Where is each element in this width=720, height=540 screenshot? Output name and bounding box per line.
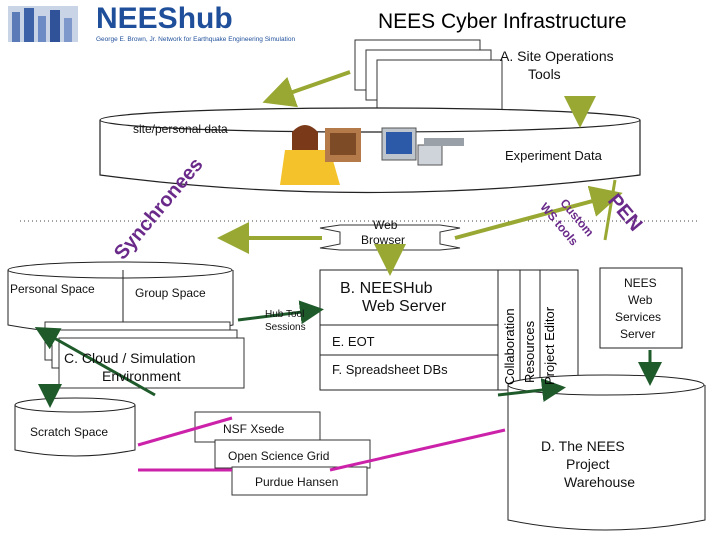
cloud-personal-arrow <box>34 327 156 397</box>
hub-tool-label-1: Hub Tool <box>265 309 305 320</box>
scratch-space-label: Scratch Space <box>30 425 109 439</box>
nsf-xsede-label: NSF Xsede <box>223 422 285 436</box>
purdue-hansen-label: Purdue Hansen <box>255 475 339 489</box>
logo-building-icon <box>8 6 78 42</box>
eot-label: E. EOT <box>332 334 375 349</box>
site-ops-label-2: Tools <box>528 66 561 82</box>
project-editor-label: Project Editor <box>542 306 557 385</box>
group-space-label: Group Space <box>135 286 206 300</box>
web-server-box <box>319 269 499 391</box>
hub-tool-pages <box>44 321 245 389</box>
experiment-data-label: Experiment Data <box>505 148 602 163</box>
site-ops-arrow <box>262 70 351 108</box>
collab-columns <box>497 269 579 391</box>
scratch-grid-arrow <box>137 416 233 447</box>
warehouse-label-2: Project <box>566 456 610 472</box>
web-browser-label-1: Web <box>373 218 398 232</box>
person-at-computer-icon <box>280 125 464 185</box>
site-ops-pages <box>354 39 503 111</box>
spreadsheet-label: F. Spreadsheet DBs <box>332 362 448 377</box>
personal-space-cylinder <box>7 261 234 336</box>
grid-warehouse-arrow <box>329 428 506 472</box>
web-server-label-1: B. NEESHub <box>340 280 433 297</box>
nees-ws-label-1: NEES <box>624 276 657 290</box>
site-personal-data-label: site/personal data <box>133 122 228 136</box>
grid-boxes <box>194 411 371 496</box>
open-science-grid-label: Open Science Grid <box>228 449 330 463</box>
warehouse-label-1: D. The NEES <box>541 438 625 454</box>
nees-ws-label-2: Web <box>628 293 653 307</box>
web-browser-label-2: Browser <box>361 233 406 247</box>
server-warehouse-arrow <box>497 378 566 402</box>
logo-subtitle: George E. Brown, Jr. Network for Earthqu… <box>96 36 296 43</box>
cloud-label-1: C. Cloud / Simulation <box>64 350 196 366</box>
logo-text: NEEShub <box>96 2 233 35</box>
nees-ws-box <box>599 267 683 349</box>
nees-ws-label-3: Services <box>615 310 662 324</box>
web-server-label-2: Web Server <box>362 298 447 315</box>
cloud-label-2: Environment <box>102 368 181 384</box>
personal-space-label: Personal Space <box>10 282 95 296</box>
site-data-cylinder <box>99 107 641 194</box>
warehouse-label-3: Warehouse <box>564 474 636 490</box>
collaboration-label: Collaboration <box>502 308 517 385</box>
site-ops-label-1: A. Site Operations <box>500 48 614 64</box>
hub-server-arrow <box>237 300 324 325</box>
web-browser-ribbon <box>319 224 461 251</box>
resources-label: Resources <box>522 320 537 383</box>
page-title: NEES Cyber Infrastructure <box>378 10 627 33</box>
pen-down-arrow <box>603 179 617 241</box>
browser-pen-arrow <box>454 185 623 240</box>
hub-tool-label-2: Sessions <box>265 322 306 333</box>
nees-ws-label-4: Server <box>620 327 656 341</box>
